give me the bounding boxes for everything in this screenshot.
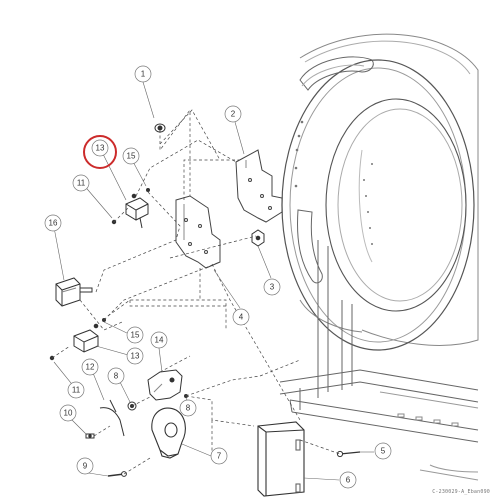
callout-8-left: 8 xyxy=(107,367,125,385)
svg-text:11: 11 xyxy=(77,179,86,188)
callout-13-lower: 13 xyxy=(126,347,144,365)
drawing-code: C-230029-A_Eban090 xyxy=(432,489,490,495)
svg-text:7: 7 xyxy=(217,452,222,461)
part-3-nut xyxy=(251,229,265,247)
assembly-lines xyxy=(51,109,341,475)
callout-15-upper: 15 xyxy=(122,147,140,165)
svg-text:15: 15 xyxy=(127,152,136,161)
svg-text:11: 11 xyxy=(72,386,81,395)
callout-2: 2 xyxy=(224,105,242,123)
svg-text:1: 1 xyxy=(141,70,146,79)
callout-8-right: 8 xyxy=(179,399,197,417)
svg-text:13: 13 xyxy=(131,352,140,361)
callout-7: 7 xyxy=(210,447,228,465)
svg-text:12: 12 xyxy=(86,363,95,372)
svg-text:6: 6 xyxy=(346,476,351,485)
svg-text:4: 4 xyxy=(239,313,244,322)
part-6-cover-plate xyxy=(257,421,305,497)
part-4-switch-bracket xyxy=(175,195,221,269)
part-13-micro-switch-upper xyxy=(125,193,149,229)
callout-10: 10 xyxy=(59,404,77,422)
svg-text:2: 2 xyxy=(231,110,236,119)
part-2-mounting-plate xyxy=(235,149,283,223)
svg-text:15: 15 xyxy=(131,331,140,340)
highlight-ring xyxy=(83,135,117,169)
svg-text:13: 13 xyxy=(96,144,105,153)
svg-text:14: 14 xyxy=(155,336,164,345)
svg-text:16: 16 xyxy=(49,219,58,228)
callout-1: 1 xyxy=(134,65,152,83)
callout-14: 14 xyxy=(150,331,168,349)
callout-16: 16 xyxy=(44,214,62,232)
svg-text:9: 9 xyxy=(83,462,88,471)
frame-structure xyxy=(279,240,479,481)
part-16-solenoid xyxy=(55,277,93,307)
part-10-pin xyxy=(85,433,95,439)
svg-text:10: 10 xyxy=(64,409,73,418)
callout-12: 12 xyxy=(81,358,99,376)
part-9-screw xyxy=(107,471,127,477)
callout-11-upper: 11 xyxy=(72,174,90,192)
part-5-screw xyxy=(336,450,361,458)
callouts: 1 2 3 4 5 6 7 8 xyxy=(44,65,392,489)
svg-text:8: 8 xyxy=(114,372,119,381)
callout-6: 6 xyxy=(339,471,357,489)
svg-text:5: 5 xyxy=(381,447,386,456)
part-13-micro-switch-lower xyxy=(73,323,99,353)
screw-15-upper xyxy=(146,188,150,192)
callout-3: 3 xyxy=(263,278,281,296)
callout-11-lower: 11 xyxy=(67,381,85,399)
svg-text:8: 8 xyxy=(186,404,191,413)
drum-assembly xyxy=(281,33,479,351)
callout-15-lower: 15 xyxy=(126,326,144,344)
part-7-clamp xyxy=(151,407,186,459)
callout-5: 5 xyxy=(374,442,392,460)
part-14-latch-bracket xyxy=(147,369,183,401)
part-12-spring xyxy=(99,399,125,437)
svg-text:3: 3 xyxy=(270,283,275,292)
callout-13-upper-highlighted: 13 xyxy=(83,135,117,169)
callout-4: 4 xyxy=(232,308,250,326)
callout-9: 9 xyxy=(76,457,94,475)
